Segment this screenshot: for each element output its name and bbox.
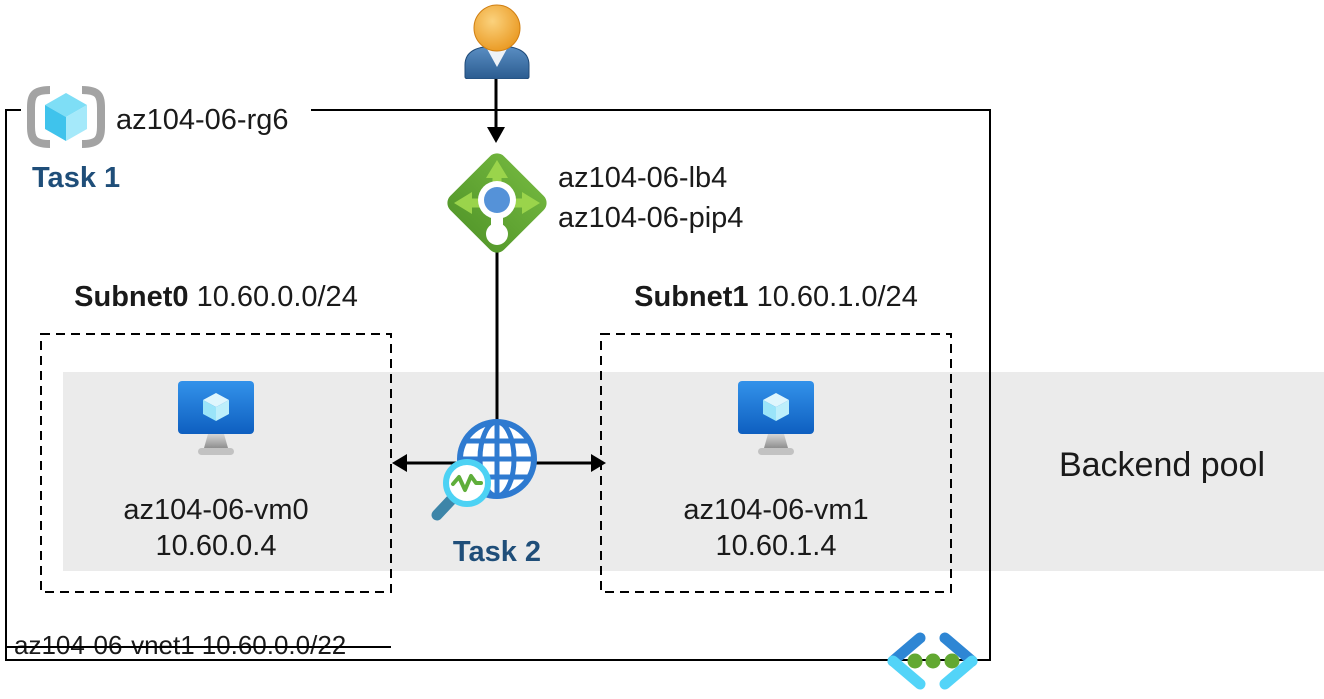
user-icon	[464, 4, 530, 79]
vnet-cidr: 10.60.0.0/22	[201, 630, 347, 660]
task1-label: Task 1	[32, 162, 121, 194]
load-balancer-labels: az104-06-lb4 az104-06-pip4	[558, 158, 743, 238]
backend-pool-band	[63, 372, 1324, 571]
vm0-labels: az104-06-vm0 10.60.0.4	[96, 492, 336, 564]
load-balancer-icon	[447, 153, 547, 253]
resource-group-box	[5, 109, 991, 661]
resource-group-label: az104-06-rg6	[116, 104, 289, 136]
backend-pool-label: Backend pool	[1058, 446, 1266, 484]
subnet1-cidr: 10.60.1.0/24	[756, 281, 918, 313]
task2-label: Task 2	[452, 536, 542, 568]
virtual-network-icon	[887, 632, 978, 690]
border-gap-patch	[21, 103, 311, 115]
arrow-user-to-lb	[487, 76, 505, 143]
vnet-name: az104-06-vnet1	[14, 630, 195, 660]
subnet1-name: Subnet1	[634, 281, 749, 313]
vm1-icon	[738, 381, 814, 455]
vm1-ip-label: 10.60.1.4	[715, 530, 837, 562]
vnet-strikethrough-line	[5, 646, 391, 648]
subnet0-cidr: 10.60.0.0/24	[196, 281, 358, 313]
vm0-icon	[178, 381, 254, 455]
resource-group-icon	[27, 86, 105, 148]
vm1-name-label: az104-06-vm1	[683, 494, 869, 526]
globe-health-probe-icon	[431, 419, 537, 521]
subnet0-name: Subnet0	[74, 281, 189, 313]
vm0-name-label: az104-06-vm0	[123, 494, 309, 526]
lb-name-label: az104-06-lb4	[558, 162, 728, 194]
vm0-ip-label: 10.60.0.4	[155, 530, 277, 562]
vm1-labels: az104-06-vm1 10.60.1.4	[656, 492, 896, 564]
lb-pip-label: az104-06-pip4	[558, 202, 744, 234]
subnet0-box	[40, 333, 392, 593]
